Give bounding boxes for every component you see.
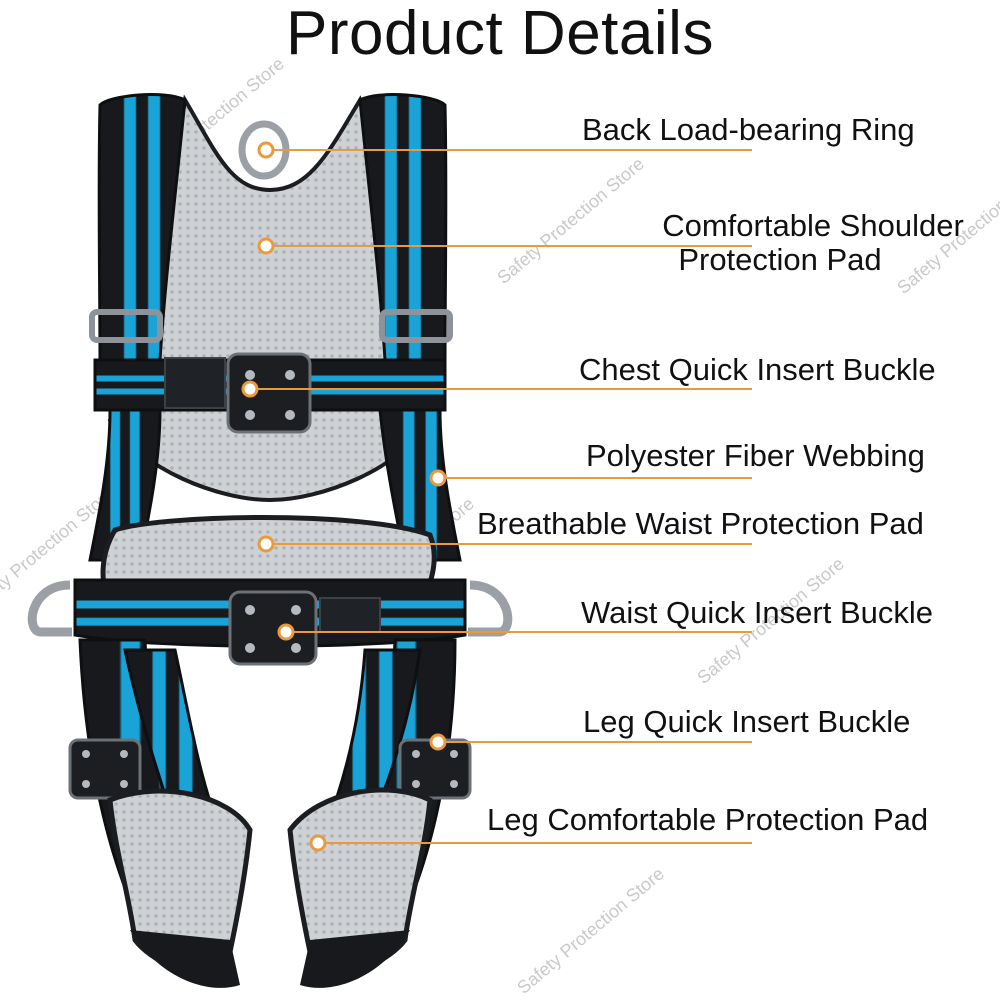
- left-shoulder-adjuster: [89, 309, 163, 343]
- page-title: Product Details: [286, 0, 714, 68]
- left-leg-buckle: [68, 738, 142, 800]
- callout-dot: [241, 380, 259, 398]
- right-leg-mesh-pad: [287, 787, 433, 979]
- callout-dot: [257, 535, 275, 553]
- left-shoulder-strap: [97, 93, 187, 372]
- callout-label-back-ring: Back Load-bearing Ring: [582, 112, 915, 147]
- callout-dot: [309, 834, 327, 852]
- right-side-d-ring: [468, 580, 513, 637]
- waist-buckle: [228, 590, 318, 666]
- callout-label-shoulder-pad: Comfortable Shoulder Protection Pad: [662, 208, 964, 277]
- left-side-d-ring: [27, 580, 72, 637]
- right-side-strap: [378, 408, 462, 562]
- callout-label-leg-pad: Leg Comfortable Protection Pad: [487, 802, 929, 837]
- callout-dot: [257, 237, 275, 255]
- callout-label-leg-buckle: Leg Quick Insert Buckle: [583, 704, 911, 739]
- callout-label-waist-pad: Breathable Waist Protection Pad: [477, 506, 924, 541]
- callout-leaders: [241, 141, 752, 852]
- callout-dot: [277, 623, 295, 641]
- right-shoulder-strap: [358, 93, 448, 372]
- callout-dot: [257, 141, 275, 159]
- callout-dot: [429, 469, 447, 487]
- right-shoulder-adjuster: [379, 309, 453, 343]
- chest-buckle: [226, 352, 312, 434]
- callout-label-webbing: Polyester Fiber Webbing: [586, 438, 925, 473]
- callout-dot: [429, 733, 447, 751]
- callout-label-chest-buckle: Chest Quick Insert Buckle: [579, 352, 936, 387]
- callout-label-waist-buckle: Waist Quick Insert Buckle: [581, 595, 934, 630]
